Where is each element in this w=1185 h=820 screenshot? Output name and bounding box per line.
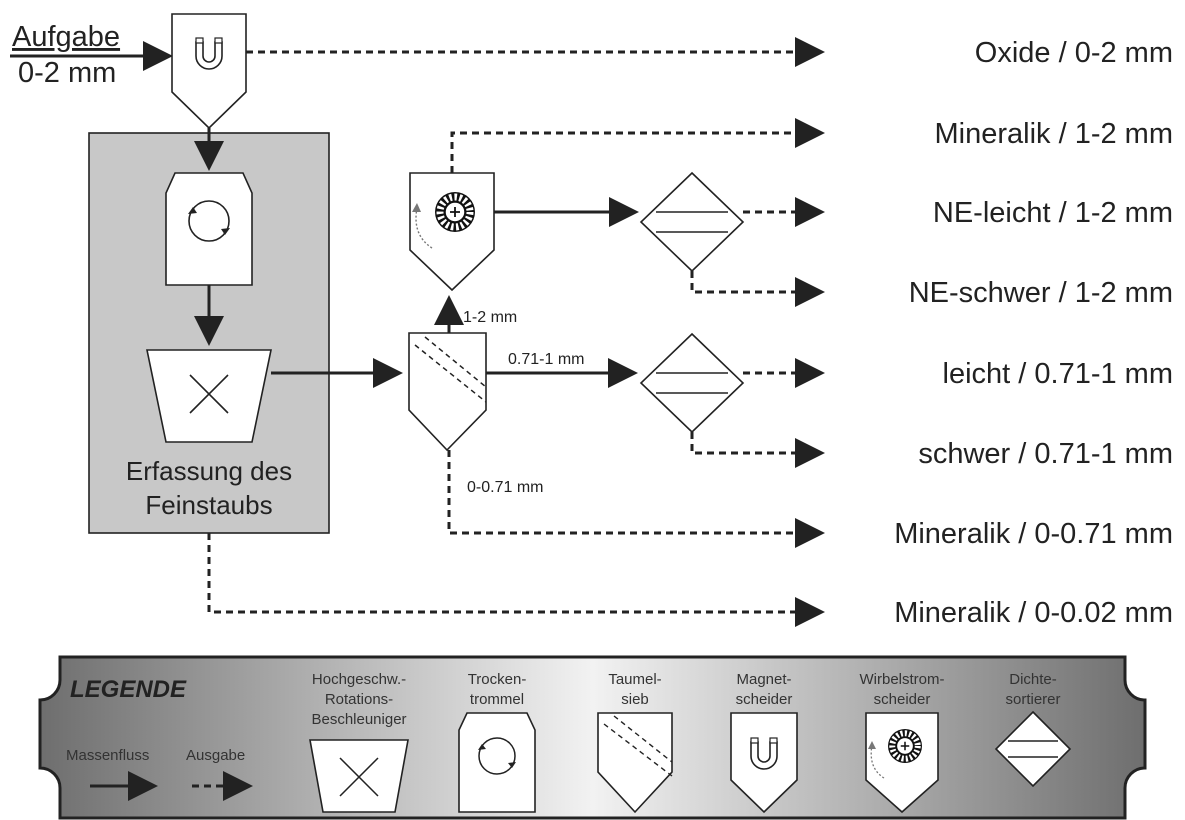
legend-wirbel-1: Wirbelstrom- <box>860 671 945 688</box>
density-sorter-2 <box>639 332 745 434</box>
legend-ausgabe: Ausgabe <box>186 747 245 764</box>
legend-massenfluss: Massenfluss <box>66 747 149 764</box>
legend-dichte-2: sortierer <box>1005 691 1060 708</box>
mineral-1-2-arrow <box>450 118 825 173</box>
legend-taumel-2: sieb <box>621 691 649 708</box>
rotary-accelerator <box>146 349 272 443</box>
legend-hochgeschw-2: Rotations- <box>325 691 393 708</box>
cross-icon <box>189 374 229 414</box>
output-mineral-0-071: Mineralik / 0-0.71 mm <box>894 518 1173 550</box>
magnet-separator <box>171 13 247 130</box>
legend-dichte-1: Dichte- <box>1009 671 1057 688</box>
legend-panel <box>38 655 1147 820</box>
stream-0-071mm-label: 0-0.71 mm <box>467 479 543 496</box>
eddy-current-icon <box>435 192 475 232</box>
drying-drum <box>165 172 253 286</box>
legend-taumel-1: Taumel- <box>608 671 661 688</box>
legend-wirbel-2: scheider <box>874 691 931 708</box>
legend-hochgeschw-1: Hochgeschw.- <box>312 671 406 688</box>
output-mineral-0-002: Mineralik / 0-0.02 mm <box>894 597 1173 629</box>
legend-trocken-2: trommel <box>470 691 524 708</box>
legend-trocken-1: Trocken- <box>468 671 527 688</box>
stream-071-1mm-label: 0.71-1 mm <box>508 351 584 368</box>
density-sorter-1 <box>639 171 745 273</box>
screen-icon <box>414 336 487 403</box>
dust-box-line1: Erfassung des <box>126 456 292 486</box>
legend-magnet-1: Magnet- <box>736 671 791 688</box>
stream-1-2mm-label: 1-2 mm <box>463 309 517 326</box>
output-oxide: Oxide / 0-2 mm <box>975 37 1173 69</box>
input-size: 0-2 mm <box>18 57 116 89</box>
output-heavy: schwer / 0.71-1 mm <box>918 438 1173 470</box>
fine-dust-arrow <box>207 533 825 627</box>
heavy-071-arrow <box>690 432 825 468</box>
output-ne-light: NE-leicht / 1-2 mm <box>933 197 1173 229</box>
mineral-0-071-arrow <box>447 450 825 548</box>
output-ne-heavy: NE-schwer / 1-2 mm <box>909 277 1173 309</box>
output-light: leicht / 0.71-1 mm <box>943 358 1173 390</box>
ne-heavy-arrow <box>690 271 825 307</box>
input-label: Aufgabe <box>12 21 120 53</box>
legend-hochgeschw-3: Beschleuniger <box>311 711 406 728</box>
legend-density-sorter <box>994 710 1072 788</box>
tumbler-screen <box>408 332 487 452</box>
legend-magnet-2: scheider <box>736 691 793 708</box>
legend-dryer <box>458 712 536 813</box>
legend-screen <box>597 712 673 814</box>
rotation-icon <box>188 200 230 242</box>
dust-box-line2: Feinstaubs <box>145 490 272 520</box>
output-mineral-1-2: Mineralik / 1-2 mm <box>935 118 1174 150</box>
legend-title: LEGENDE <box>70 676 187 703</box>
